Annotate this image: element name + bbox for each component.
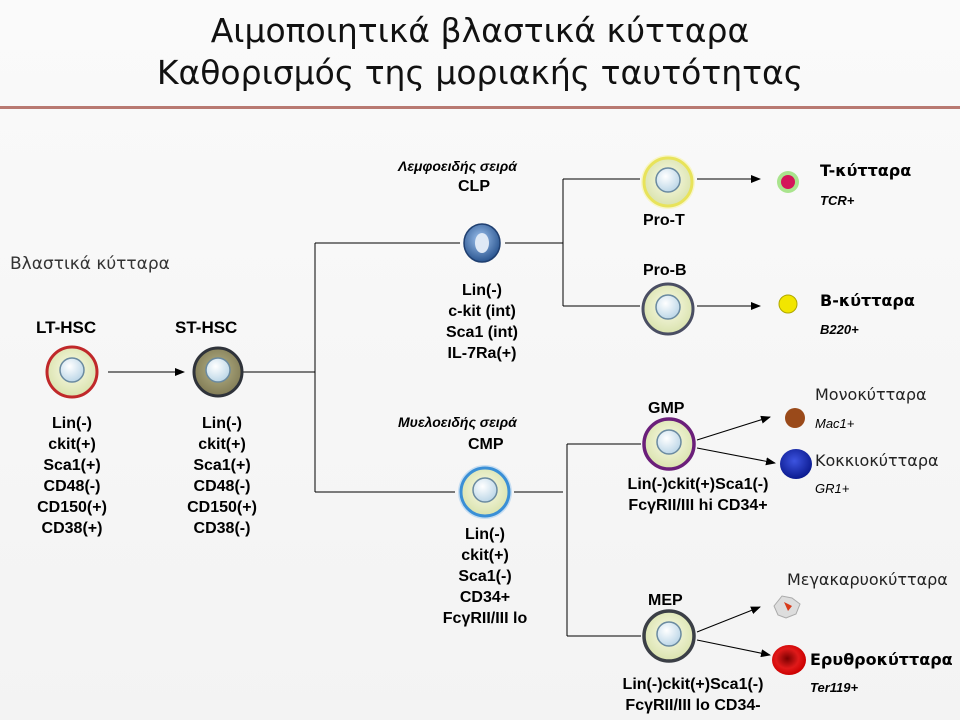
pro-b-name: Pro-B	[643, 262, 687, 279]
marker: Sca1(+)	[193, 457, 251, 474]
mep-markers: Lin(-)ckit(+)Sca1(-) FcγRII/III lo CD34-	[598, 674, 788, 716]
t-cells-name: T-κύτταρα	[820, 161, 912, 180]
pro-t-name: Pro-T	[643, 212, 685, 229]
st-hsc-name: ST-HSC	[175, 318, 238, 337]
marker: FcγRII/III hi CD34+	[628, 497, 768, 514]
marker: ckit(+)	[198, 436, 246, 453]
title-divider	[0, 106, 960, 109]
lymphoid-lineage-label: Λεμφοειδής σειρά	[398, 158, 517, 174]
monocyte-icon	[785, 408, 805, 428]
granulocytes-marker: GR1+	[815, 481, 850, 496]
pro-t-cell	[641, 155, 695, 209]
gmp-name: GMP	[648, 400, 685, 417]
st-hsc-cell	[192, 346, 244, 398]
myeloid-lineage-label: Μυελοειδής σειρά	[398, 414, 517, 430]
gmp-markers: Lin(-)ckit(+)Sca1(-) FcγRII/III hi CD34+	[608, 474, 788, 516]
lt-hsc-name: LT-HSC	[36, 318, 97, 337]
mep-name: MEP	[648, 592, 683, 609]
clp-cell	[463, 223, 501, 263]
granulocyte-icon	[780, 449, 812, 479]
marker: CD48(-)	[193, 478, 251, 495]
marker: FcγRII/III lo CD34-	[625, 697, 761, 714]
marker: ckit(+)	[461, 547, 509, 564]
marker: Sca1(-)	[458, 568, 512, 585]
lt-hsc-markers: Lin(-) ckit(+) Sca1(+) CD48(-) CD150(+) …	[22, 413, 122, 539]
marker: CD34+	[459, 589, 511, 606]
stem-cells-label: Βλαστικά κύτταρα	[10, 254, 170, 274]
title-line-1: Αιμοποιητικά βλαστικά κύτταρα	[210, 11, 750, 50]
b-cells-marker: B220+	[820, 322, 859, 337]
arrow-gmp-gran	[696, 447, 776, 466]
granulocytes-name: Κοκκιοκύτταρα	[815, 451, 939, 470]
pro-b-cell	[641, 282, 695, 336]
marker: CD150(+)	[187, 499, 257, 516]
marker: ckit(+)	[48, 436, 96, 453]
marker: Sca1 (int)	[445, 324, 518, 341]
marker: FcγRII/III lo	[442, 610, 528, 627]
arrow-mep-mega	[696, 606, 761, 633]
marker: Lin(-)	[52, 415, 92, 432]
cmp-markers: Lin(-) ckit(+) Sca1(-) CD34+ FcγRII/III …	[415, 524, 555, 629]
marker: Lin(-)	[462, 282, 502, 299]
monocytes-marker: Mac1+	[815, 416, 855, 431]
megakaryocyte-icon	[773, 595, 801, 619]
marker: CD150(+)	[37, 499, 107, 516]
marker: CD38(+)	[41, 520, 103, 537]
marker: Lin(-)ckit(+)Sca1(-)	[622, 676, 764, 693]
marker: Lin(-)	[465, 526, 505, 543]
connector-lines	[108, 175, 776, 658]
mep-cell	[642, 609, 696, 663]
marker: Lin(-)ckit(+)Sca1(-)	[627, 476, 769, 493]
monocytes-name: Μονοκύτταρα	[815, 385, 927, 404]
marker: c-kit (int)	[448, 303, 516, 320]
b-cell-icon	[778, 294, 798, 314]
slide-title: Αιμοποιητικά βλαστικά κύτταρα Καθορισμός…	[0, 10, 960, 94]
gmp-cell	[642, 417, 696, 471]
t-cells-marker: TCR+	[820, 193, 855, 208]
lt-hsc-cell	[45, 345, 99, 399]
cmp-name: CMP	[468, 436, 504, 453]
megakaryocytes-name: Μεγακαρυοκύτταρα	[787, 570, 948, 589]
clp-name: CLP	[458, 178, 490, 195]
t-cell-icon	[777, 171, 799, 193]
cmp-cell	[458, 465, 512, 519]
title-line-2: Καθορισμός της μοριακής ταυτότητας	[156, 53, 804, 92]
marker: Lin(-)	[202, 415, 242, 432]
erythrocytes-marker: Ter119+	[810, 680, 859, 695]
clp-markers: Lin(-) c-kit (int) Sca1 (int) IL-7Ra(+)	[417, 280, 547, 364]
arrow-mep-ery	[696, 639, 771, 658]
arrow-gmp-mono	[696, 415, 771, 441]
marker: CD48(-)	[43, 478, 101, 495]
marker: CD38(-)	[193, 520, 251, 537]
marker: IL-7Ra(+)	[447, 345, 517, 362]
marker: Sca1(+)	[43, 457, 101, 474]
st-hsc-markers: Lin(-) ckit(+) Sca1(+) CD48(-) CD150(+) …	[172, 413, 272, 539]
b-cells-name: B-κύτταρα	[820, 291, 915, 310]
erythrocytes-name: Ερυθροκύτταρα	[810, 650, 953, 669]
erythrocyte-icon	[772, 645, 806, 675]
